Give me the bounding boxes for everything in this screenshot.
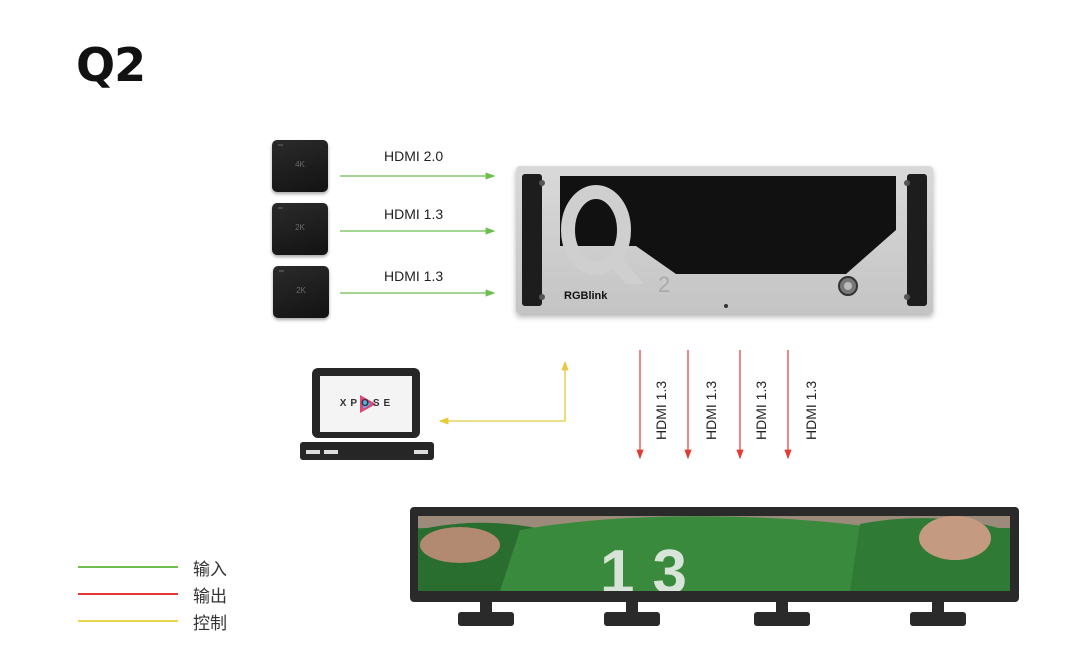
page-title: Q2 — [76, 38, 146, 92]
legend-control-label: 控制 — [193, 614, 227, 634]
legend-output-swatch — [78, 593, 178, 595]
input-label-3: HDMI 1.3 — [384, 268, 444, 284]
legend-input-label: 输入 — [193, 560, 227, 580]
xpose-logo-text: XPOSE — [339, 398, 395, 409]
input-label-1: HDMI 2.0 — [384, 148, 444, 164]
jersey-number: 13 — [600, 542, 705, 591]
legend-output-label: 输出 — [193, 587, 227, 607]
source-device-4k: 4K — [272, 140, 328, 192]
source-device-2k-2: 2K — [273, 266, 329, 318]
device-front-panel — [522, 174, 927, 308]
legend-control-swatch — [78, 620, 178, 622]
legend-input-swatch — [78, 566, 178, 568]
source-res-label: 2K — [296, 286, 306, 295]
device-model-sub: 2 — [658, 272, 671, 297]
device-brand-logo: RGBlink — [564, 290, 608, 302]
input-label-2: HDMI 1.3 — [384, 206, 444, 222]
processor-device: 2 RGBlink — [516, 166, 933, 314]
source-res-label: 4K — [295, 160, 305, 169]
source-device-2k-1: 2K — [272, 203, 328, 255]
source-res-label: 2K — [295, 223, 305, 232]
